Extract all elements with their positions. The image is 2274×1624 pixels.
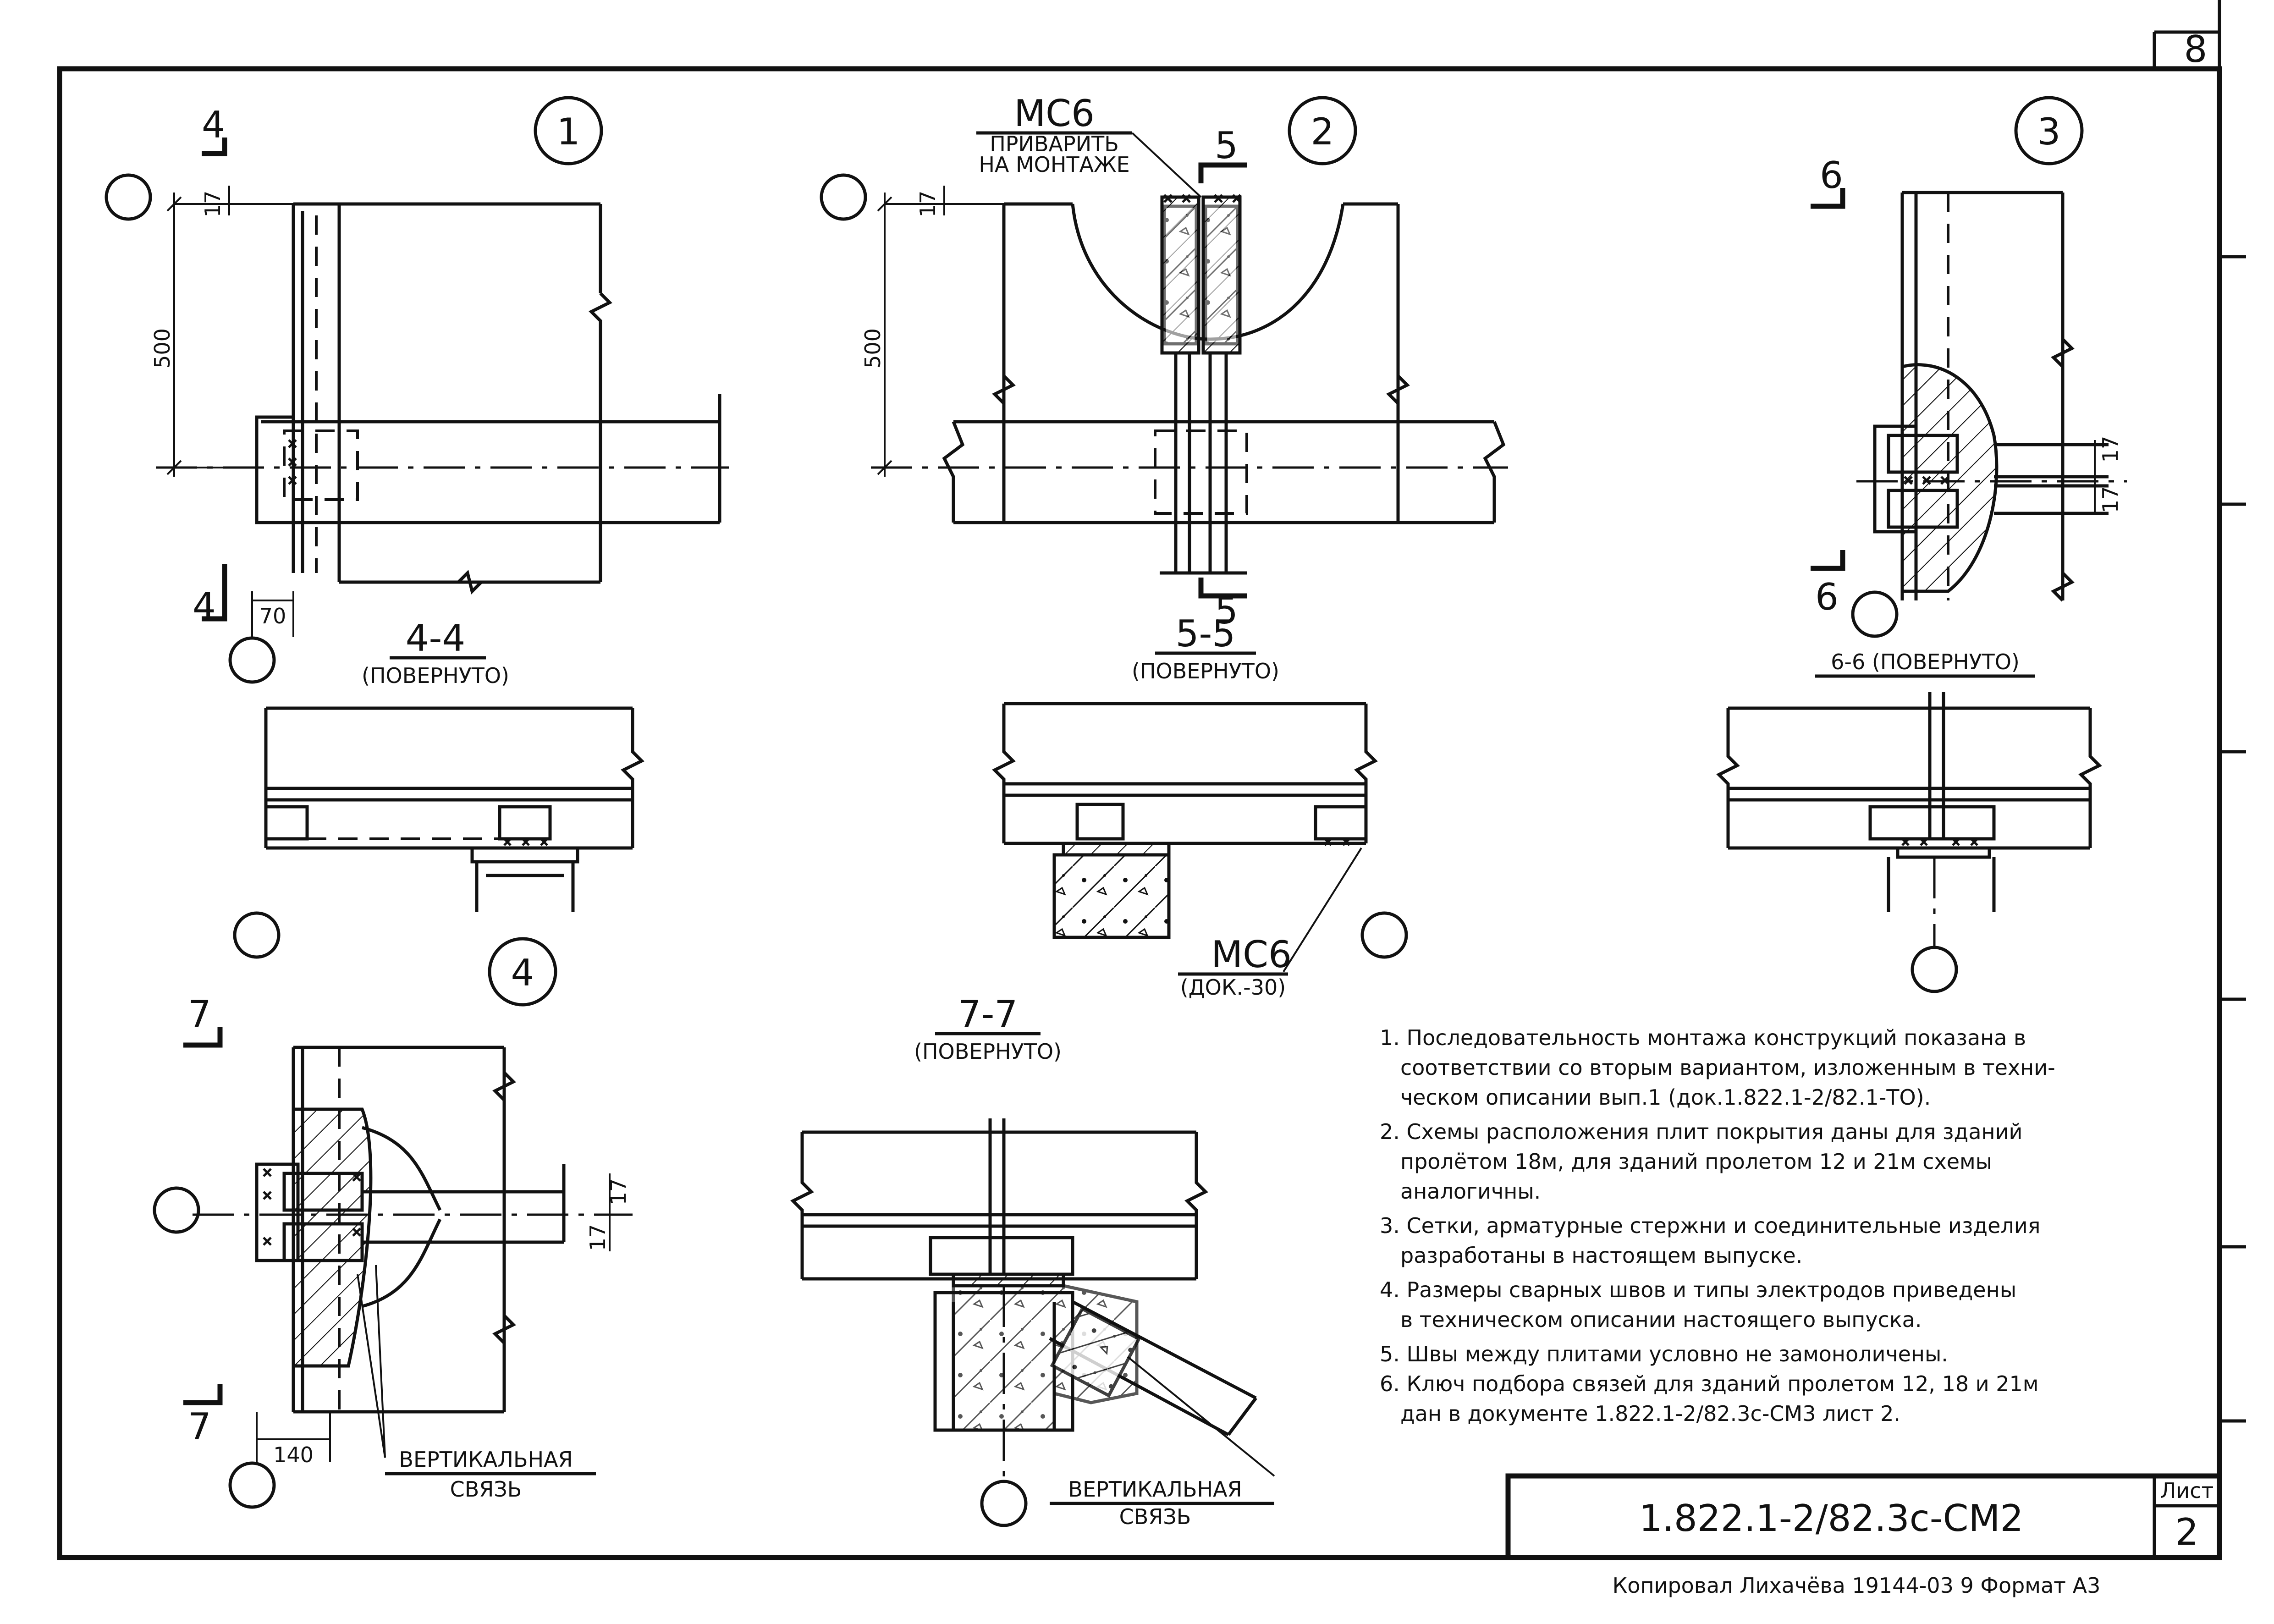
detail-3-number: 3 bbox=[2037, 110, 2061, 153]
section-7-7: 7-7 (ПОВЕРНУТО) ВЕРТИКАЛЬНАЯ СВЯЗЬ bbox=[790, 993, 1275, 1529]
section-mark-5-top: 5 bbox=[1215, 124, 1238, 167]
detail-4-number-circle bbox=[488, 937, 557, 1007]
axis-bubble bbox=[1360, 911, 1408, 959]
note-line: ческом описании вып.1 (док.1.822.1-2/82.… bbox=[1400, 1085, 1931, 1110]
section-6-6: 6-6 (ПОВЕРНУТО) bbox=[1716, 650, 2102, 993]
dim-140: 140 bbox=[273, 1442, 314, 1467]
sheet-number: 2 bbox=[2175, 1511, 2199, 1553]
section-mark-5-bottom: 5 bbox=[1215, 589, 1238, 632]
section-4-4: 4-4 (ПОВЕРНУТО) bbox=[233, 617, 644, 959]
section-5-5: 5-5 (ПОВЕРНУТО) МС6 (ДОК.-30) bbox=[992, 612, 1408, 1000]
section-mark-4-top: 4 bbox=[202, 104, 225, 146]
section-4-4-title: 4-4 bbox=[406, 617, 466, 660]
corner-number: 8 bbox=[2184, 28, 2208, 71]
note-line: 3. Сетки, арматурные стержни и соедините… bbox=[1380, 1213, 2040, 1238]
detail-4: 4 17 17 140 7 7 ВЕРТИКАЛЬНАЯ bbox=[153, 937, 633, 1509]
vertical-brace-label: СВЯЗЬ bbox=[450, 1477, 522, 1502]
note-line: соответствии со вторым вариантом, изложе… bbox=[1400, 1055, 2055, 1080]
note-line: в техническом описании настоящего выпуск… bbox=[1400, 1307, 1922, 1332]
section-7-7-subtitle: (ПОВЕРНУТО) bbox=[914, 1039, 1062, 1064]
section-5-5-subtitle: (ПОВЕРНУТО) bbox=[1132, 659, 1279, 683]
mark-ref: (ДОК.-30) bbox=[1180, 975, 1286, 1000]
detail-2-number: 2 bbox=[1311, 110, 1334, 153]
dim-17-b: 17 bbox=[2098, 486, 2123, 513]
sheet-label: Лист bbox=[2160, 1478, 2214, 1503]
dim-500: 500 bbox=[860, 328, 885, 369]
axis-bubble bbox=[228, 636, 276, 684]
note-line: пролётом 18м, для зданий пролетом 12 и 2… bbox=[1400, 1149, 1992, 1174]
section-6-6-title: 6-6 (ПОВЕРНУТО) bbox=[1831, 650, 2020, 674]
section-4-4-subtitle: (ПОВЕРНУТО) bbox=[362, 663, 509, 688]
title-block: 1.822.1-2/82.3с-СМ2 Лист 2 bbox=[1505, 1473, 2222, 1560]
dim-17-a: 17 bbox=[2098, 436, 2123, 463]
detail-3-number-circle bbox=[2014, 96, 2084, 165]
note-line: 6. Ключ подбора связей для зданий пролет… bbox=[1380, 1371, 2039, 1396]
copy-footer: Копировал Лихачёва 19144-03 9 Формат А3 bbox=[1613, 1573, 2101, 1598]
detail-1: 1 500 17 70 4 4 bbox=[105, 96, 729, 684]
dim-17: 17 bbox=[915, 191, 940, 218]
axis-bubble bbox=[153, 1186, 200, 1234]
note-line: 1. Последовательность монтажа конструкци… bbox=[1380, 1025, 2026, 1050]
section-mark-6-top: 6 bbox=[1820, 154, 1843, 197]
axis-bubble bbox=[233, 911, 281, 959]
note-line: 5. Швы между плитами условно не замоноли… bbox=[1380, 1342, 1948, 1366]
section-mark-7-top: 7 bbox=[188, 993, 211, 1035]
sheet-designation: 1.822.1-2/82.3с-СМ2 bbox=[1639, 1497, 2024, 1540]
section-7-7-title: 7-7 bbox=[958, 993, 1018, 1035]
dim-500: 500 bbox=[150, 328, 175, 369]
weld-note-line1: ПРИВАРИТЬ bbox=[990, 132, 1119, 156]
axis-bubble bbox=[105, 173, 152, 221]
detail-2-number-circle bbox=[1288, 96, 1357, 165]
section-5-5-title: 5-5 bbox=[1176, 612, 1236, 655]
mark-mc6: МС6 bbox=[1211, 933, 1292, 976]
section-mark-7-bottom: 7 bbox=[188, 1405, 211, 1448]
note-line: 4. Размеры сварных швов и типы электродо… bbox=[1380, 1277, 2016, 1302]
section-mark-6-bottom: 6 bbox=[1815, 576, 1839, 618]
vertical-brace-label: СВЯЗЬ bbox=[1119, 1504, 1191, 1529]
dim-17-b: 17 bbox=[585, 1224, 610, 1251]
vertical-brace-label: ВЕРТИКАЛЬНАЯ bbox=[399, 1447, 573, 1472]
axis-bubble bbox=[980, 1480, 1028, 1527]
axis-bubble bbox=[820, 173, 867, 221]
detail-4-number: 4 bbox=[511, 952, 534, 994]
axis-bubble bbox=[1911, 946, 1958, 993]
weld-note-line2: НА МОНТАЖЕ bbox=[979, 152, 1129, 177]
sheet-frame bbox=[57, 66, 2222, 1560]
detail-1-number-circle bbox=[534, 96, 603, 165]
note-line: 2. Схемы расположения плит покрытия даны… bbox=[1380, 1119, 2022, 1144]
note-line: аналогичны. bbox=[1400, 1179, 1541, 1204]
vertical-brace-label: ВЕРТИКАЛЬНАЯ bbox=[1068, 1477, 1242, 1502]
dim-17: 17 bbox=[200, 191, 225, 218]
dim-17-a: 17 bbox=[606, 1178, 631, 1206]
axis-bubble bbox=[1851, 590, 1899, 638]
mark-mc6: МС6 bbox=[1014, 92, 1095, 135]
dim-70: 70 bbox=[259, 604, 286, 628]
detail-2: 2 МС6 ПРИВАРИТЬ НА МОНТАЖЕ bbox=[820, 92, 1508, 632]
note-line: дан в документе 1.822.1-2/82.3с-СМ3 лист… bbox=[1400, 1401, 1900, 1426]
note-line: разработаны в настоящем выпуске. bbox=[1400, 1243, 1802, 1268]
general-notes: 1. Последовательность монтажа конструкци… bbox=[1380, 1025, 2055, 1426]
detail-3: 3 17 17 6 6 bbox=[1811, 96, 2127, 638]
section-mark-4-bottom: 4 bbox=[193, 585, 216, 628]
detail-1-number: 1 bbox=[557, 110, 580, 153]
axis-bubble bbox=[228, 1461, 276, 1509]
